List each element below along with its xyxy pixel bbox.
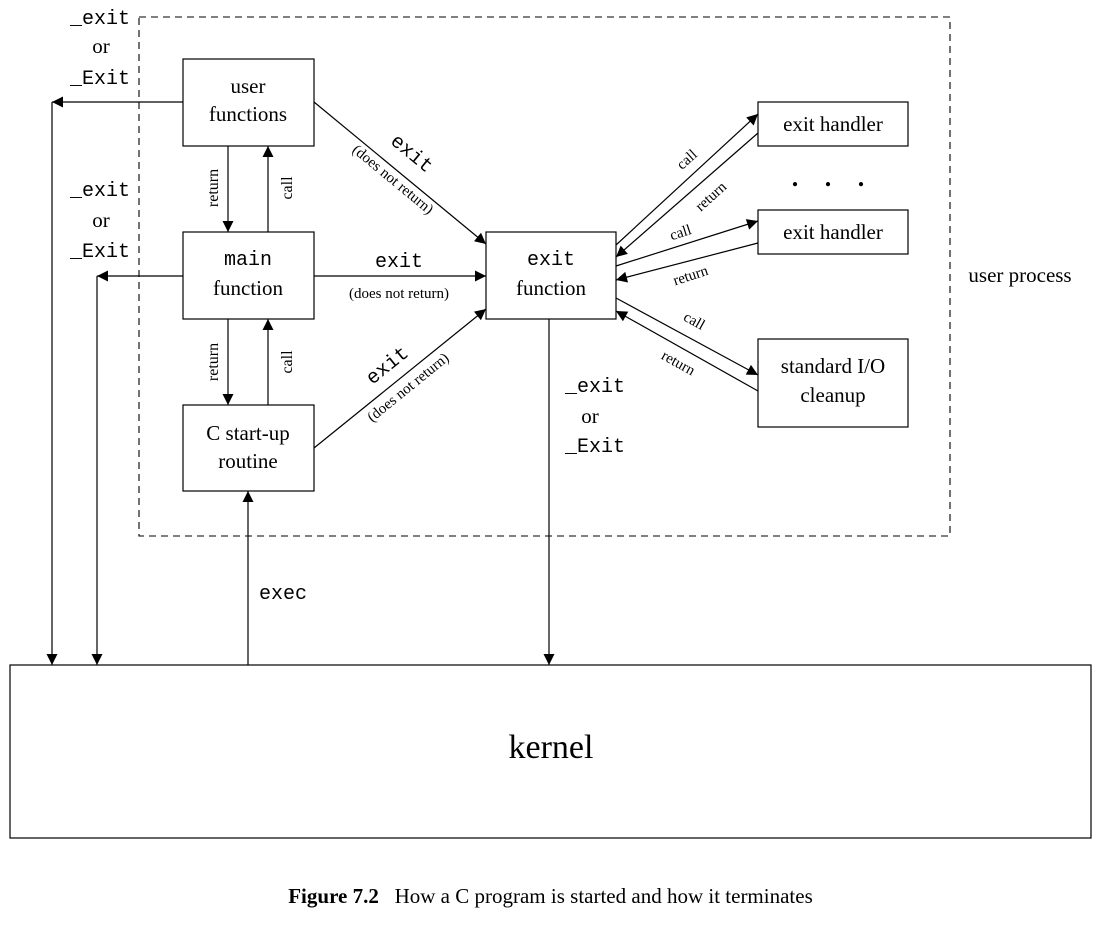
exit-function-or-label: or (581, 404, 599, 428)
main-Exit-label: _Exit (69, 241, 130, 264)
return-stdio-cleanup-arrow (615, 310, 759, 392)
startup-routine-line-2: routine (218, 449, 277, 473)
call-label-lower: call (279, 350, 296, 374)
user-to-exit-arrow (313, 101, 487, 245)
user-functions-or-label: or (92, 34, 110, 58)
return-handler-1-label: return (693, 179, 731, 215)
main-exit-call-label: exit (375, 251, 423, 274)
startup-to-exit-arrow (313, 308, 487, 449)
user-functions-box (182, 58, 315, 147)
stdio-cleanup-line-1: standard I/O (781, 354, 885, 378)
more-handlers-ellipsis: . . . (792, 163, 875, 192)
main-function-line-2: function (213, 276, 283, 300)
call-exit-handler-1-arrow (615, 113, 759, 246)
stdio-cleanup-box (757, 338, 909, 428)
call-stdio-cleanup-arrow (615, 297, 759, 376)
exit-handler-2-box (757, 209, 909, 255)
exit-function-Exit-label: _Exit (564, 436, 625, 459)
figure-number: Figure 7.2 (288, 884, 379, 908)
return-label-lower: return (205, 343, 222, 381)
call-handler-2-label: call (668, 222, 694, 244)
exit-handler-1-label: exit handler (783, 112, 883, 136)
exec-label: exec (259, 583, 307, 606)
exit-function-line-2: function (516, 276, 586, 300)
return-exit-handler-1-arrow (615, 132, 759, 258)
user-functions-line-2: functions (209, 102, 287, 126)
figure-caption-text: How a C program is started and how it te… (394, 884, 813, 908)
exit-handler-2-label: exit handler (783, 220, 883, 244)
main-function-line-1: main (224, 249, 272, 272)
main-exit-label: _exit (69, 180, 130, 203)
figure-caption: Figure 7.2 How a C program is started an… (0, 884, 1101, 909)
return-handler-2-label: return (671, 263, 710, 289)
kernel-label: kernel (509, 729, 594, 766)
stdio-cleanup-line-2: cleanup (800, 383, 865, 407)
main-or-label: or (92, 208, 110, 232)
main-does-not-return-label: (does not return) (349, 286, 449, 302)
main-function-box (182, 231, 315, 320)
return-cleanup-label: return (658, 348, 698, 380)
exit-function-exit-label: _exit (564, 376, 625, 399)
user-functions-Exit-label: _Exit (69, 68, 130, 91)
user-functions-line-1: user (231, 74, 266, 98)
call-cleanup-label: call (681, 309, 708, 333)
exit-function-line-1: exit (527, 249, 575, 272)
kernel-box (9, 664, 1092, 839)
return-exit-handler-2-arrow (615, 242, 759, 283)
exit-handler-1-box (757, 101, 909, 147)
startup-routine-line-1: C start-up (206, 421, 289, 445)
call-handler-1-label: call (674, 147, 701, 173)
call-exit-handler-2-arrow (615, 219, 759, 267)
return-label-upper: return (205, 169, 222, 207)
startup-routine-box (182, 404, 315, 492)
call-label-upper: call (279, 176, 296, 200)
user-functions-exit-label: _exit (69, 8, 130, 31)
user-process-label: user process (968, 263, 1071, 287)
